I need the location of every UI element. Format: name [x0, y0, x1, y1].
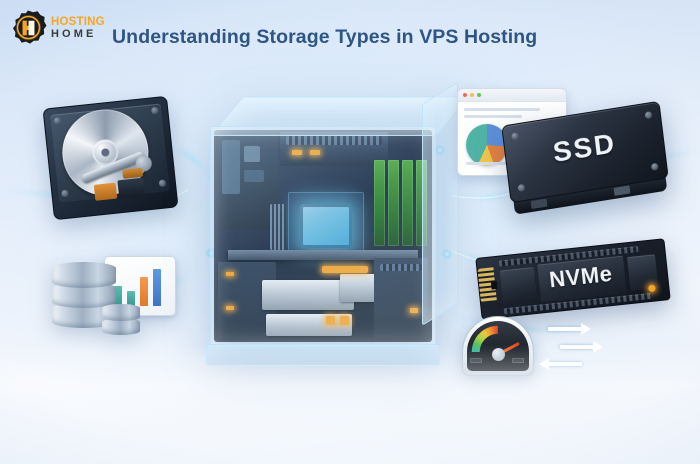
glass-panel-front — [210, 126, 436, 346]
text-placeholder-line — [464, 108, 540, 111]
hdd-chip — [117, 177, 146, 199]
ssd-screw — [511, 132, 519, 141]
status-led — [292, 150, 302, 155]
performance-gauge — [462, 316, 534, 380]
nvme-pcb: NVMe — [475, 238, 671, 320]
bar — [127, 291, 135, 306]
chip — [244, 146, 260, 162]
bar-chart — [114, 268, 161, 306]
data-out-arrow-2 — [560, 341, 603, 353]
status-led — [340, 316, 349, 325]
ssd-label: SSD — [551, 127, 618, 168]
power-indicator — [322, 266, 368, 273]
connector-row — [380, 264, 422, 271]
database-disc — [52, 262, 116, 288]
text-placeholder-line — [466, 162, 510, 165]
gauge-hub — [492, 348, 505, 361]
glow-node — [434, 144, 446, 156]
activity-led — [648, 284, 656, 293]
cpu-chip — [300, 204, 352, 248]
close-icon[interactable] — [463, 93, 467, 97]
pie-chart — [466, 124, 508, 166]
hdd-chassis — [42, 95, 179, 221]
brand-wordmark: HOSTING HOME — [51, 16, 105, 40]
database-cylinder-small — [102, 304, 140, 336]
status-led — [410, 308, 418, 313]
glass-base — [206, 344, 440, 366]
circuit-board — [374, 258, 428, 338]
data-out-arrow-1 — [548, 323, 591, 335]
ram-module — [402, 160, 413, 246]
gauge-tick — [470, 358, 482, 363]
glow-node — [441, 248, 453, 260]
drive-bay — [262, 280, 354, 310]
maximize-icon[interactable] — [477, 93, 481, 97]
connector-row — [286, 136, 382, 145]
chassis-shelf — [228, 250, 418, 260]
status-led — [226, 272, 234, 276]
ssd-screw — [644, 111, 653, 120]
glass-server-cube — [196, 81, 470, 384]
gear-logo-icon — [9, 9, 47, 47]
heatsink — [270, 204, 286, 250]
ram-module — [374, 160, 385, 246]
data-in-arrow-1 — [539, 358, 582, 370]
database-disc — [102, 304, 140, 321]
status-led — [326, 316, 335, 325]
brand-name-bottom: HOME — [51, 27, 97, 40]
bar — [114, 286, 122, 306]
nand-chip — [499, 267, 538, 305]
ram-module — [416, 160, 427, 246]
bar — [153, 269, 161, 306]
server-internals — [214, 130, 432, 342]
page-title: Understanding Storage Types in VPS Hosti… — [112, 26, 538, 48]
brand-name-top: HOSTING — [51, 16, 105, 29]
ssd-screw — [517, 183, 526, 192]
nvme-m2-drive: NVMe — [475, 238, 671, 320]
brand-logo[interactable]: HOSTING HOME — [9, 8, 105, 48]
gauge-tick — [512, 358, 524, 363]
database-disc — [102, 318, 140, 335]
database-stack — [52, 252, 178, 336]
window-titlebar — [458, 89, 566, 102]
hdd-connector — [93, 182, 118, 201]
bar — [140, 277, 148, 306]
chip — [244, 170, 264, 182]
hard-disk-drive — [42, 95, 179, 221]
status-led — [310, 150, 320, 155]
text-placeholder-line — [464, 115, 522, 118]
m2-key-notch — [490, 280, 498, 290]
status-led — [226, 306, 234, 310]
minimize-icon[interactable] — [470, 93, 474, 97]
expansion-slot — [222, 140, 240, 194]
ram-module — [388, 160, 399, 246]
cpu-socket — [288, 192, 364, 260]
ssd-screw — [650, 162, 659, 171]
